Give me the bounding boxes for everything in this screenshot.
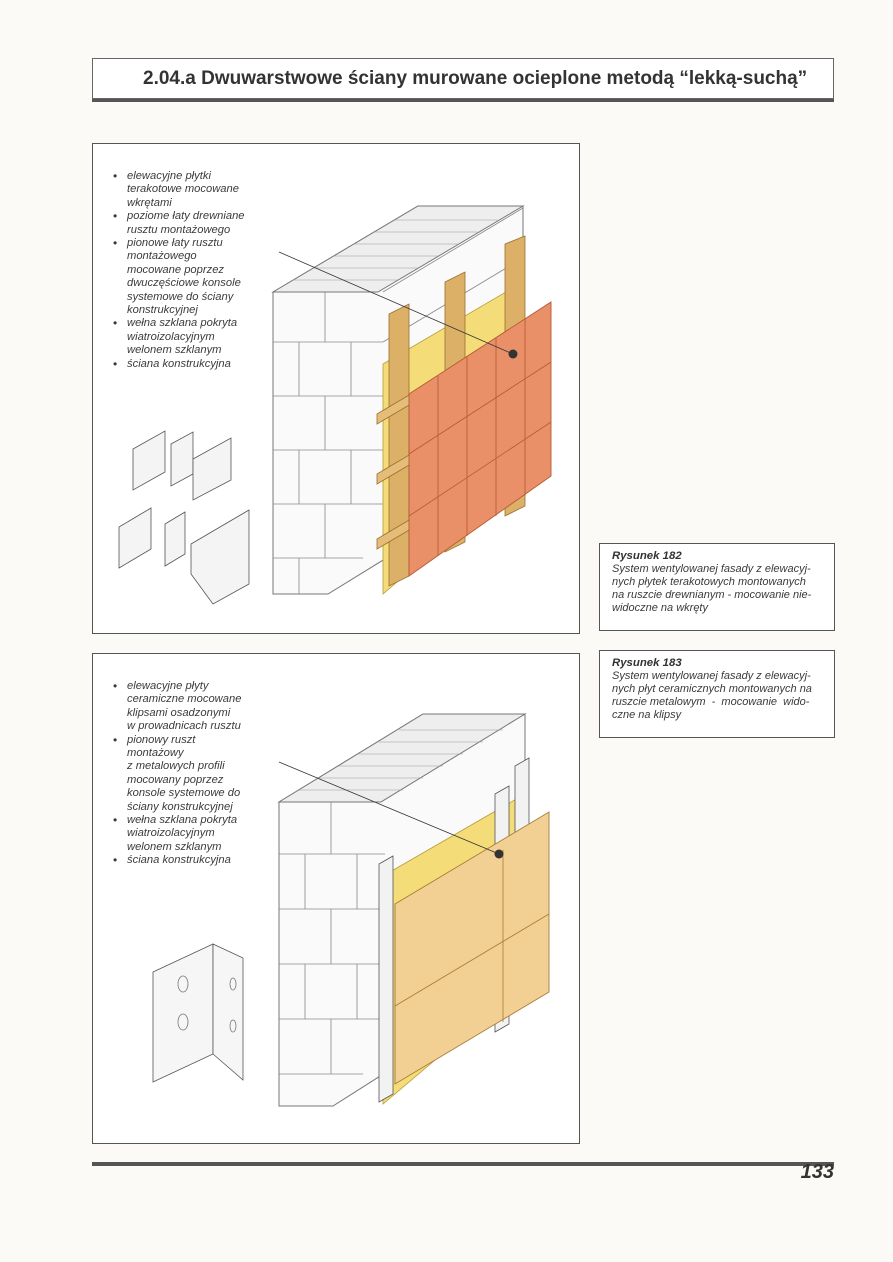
legend-item: wełna szklana pokryta wiatroizolacyjnym …	[113, 317, 245, 357]
legend-item: ściana konstrukcyjna	[113, 358, 245, 372]
legend-item: poziome łaty drewniane rusztu montażoweg…	[113, 210, 245, 237]
footer-rule	[92, 1162, 834, 1166]
header-rule	[92, 99, 834, 102]
page-title: 2.04.a Dwuwarstwowe ściany murowane ocie…	[143, 68, 808, 89]
caption-text: System wentylowanej fasady z elewacyj- n…	[612, 563, 812, 614]
legend-item: pionowy ruszt montażowy z metalowych pro…	[113, 734, 241, 814]
figure-182-drawing	[118, 205, 552, 605]
legend-item: wełna szklana pokryta wiatroizolacyjnym …	[113, 814, 241, 854]
header-box: 2.04.a Dwuwarstwowe ściany murowane ocie…	[92, 58, 834, 99]
callout-dot	[508, 349, 518, 359]
caption-183: Rysunek 183 System wentylowanej fasady z…	[599, 650, 835, 738]
legend-item: ściana konstrukcyjna	[113, 854, 241, 868]
caption-title: Rysunek 182	[612, 550, 682, 562]
console-brackets	[118, 430, 250, 605]
caption-182: Rysunek 182 System wentylowanej fasady z…	[599, 543, 835, 631]
legend-item: pionowe łaty rusztu montażowego mocowane…	[113, 237, 245, 317]
metal-profile-detail	[152, 943, 244, 1083]
figure-182-legend: elewacyjne płytki terakotowe mocowane wk…	[113, 170, 245, 372]
caption-text: System wentylowanej fasady z elewacyj- n…	[612, 670, 812, 721]
terracotta-tiles	[408, 301, 552, 577]
figure-182-panel: elewacyjne płytki terakotowe mocowane wk…	[92, 143, 580, 634]
figure-183-panel: elewacyjne płyty ceramiczne mocowane kli…	[92, 653, 580, 1144]
legend-item: elewacyjne płytki terakotowe mocowane wk…	[113, 170, 245, 210]
ceramic-panels	[394, 811, 550, 1085]
caption-title: Rysunek 183	[612, 657, 682, 669]
page-number: 133	[800, 1161, 834, 1183]
figure-183-drawing	[152, 713, 550, 1107]
legend-item: elewacyjne płyty ceramiczne mocowane kli…	[113, 680, 241, 734]
callout-dot	[494, 849, 504, 859]
figure-183-legend: elewacyjne płyty ceramiczne mocowane kli…	[113, 680, 241, 868]
